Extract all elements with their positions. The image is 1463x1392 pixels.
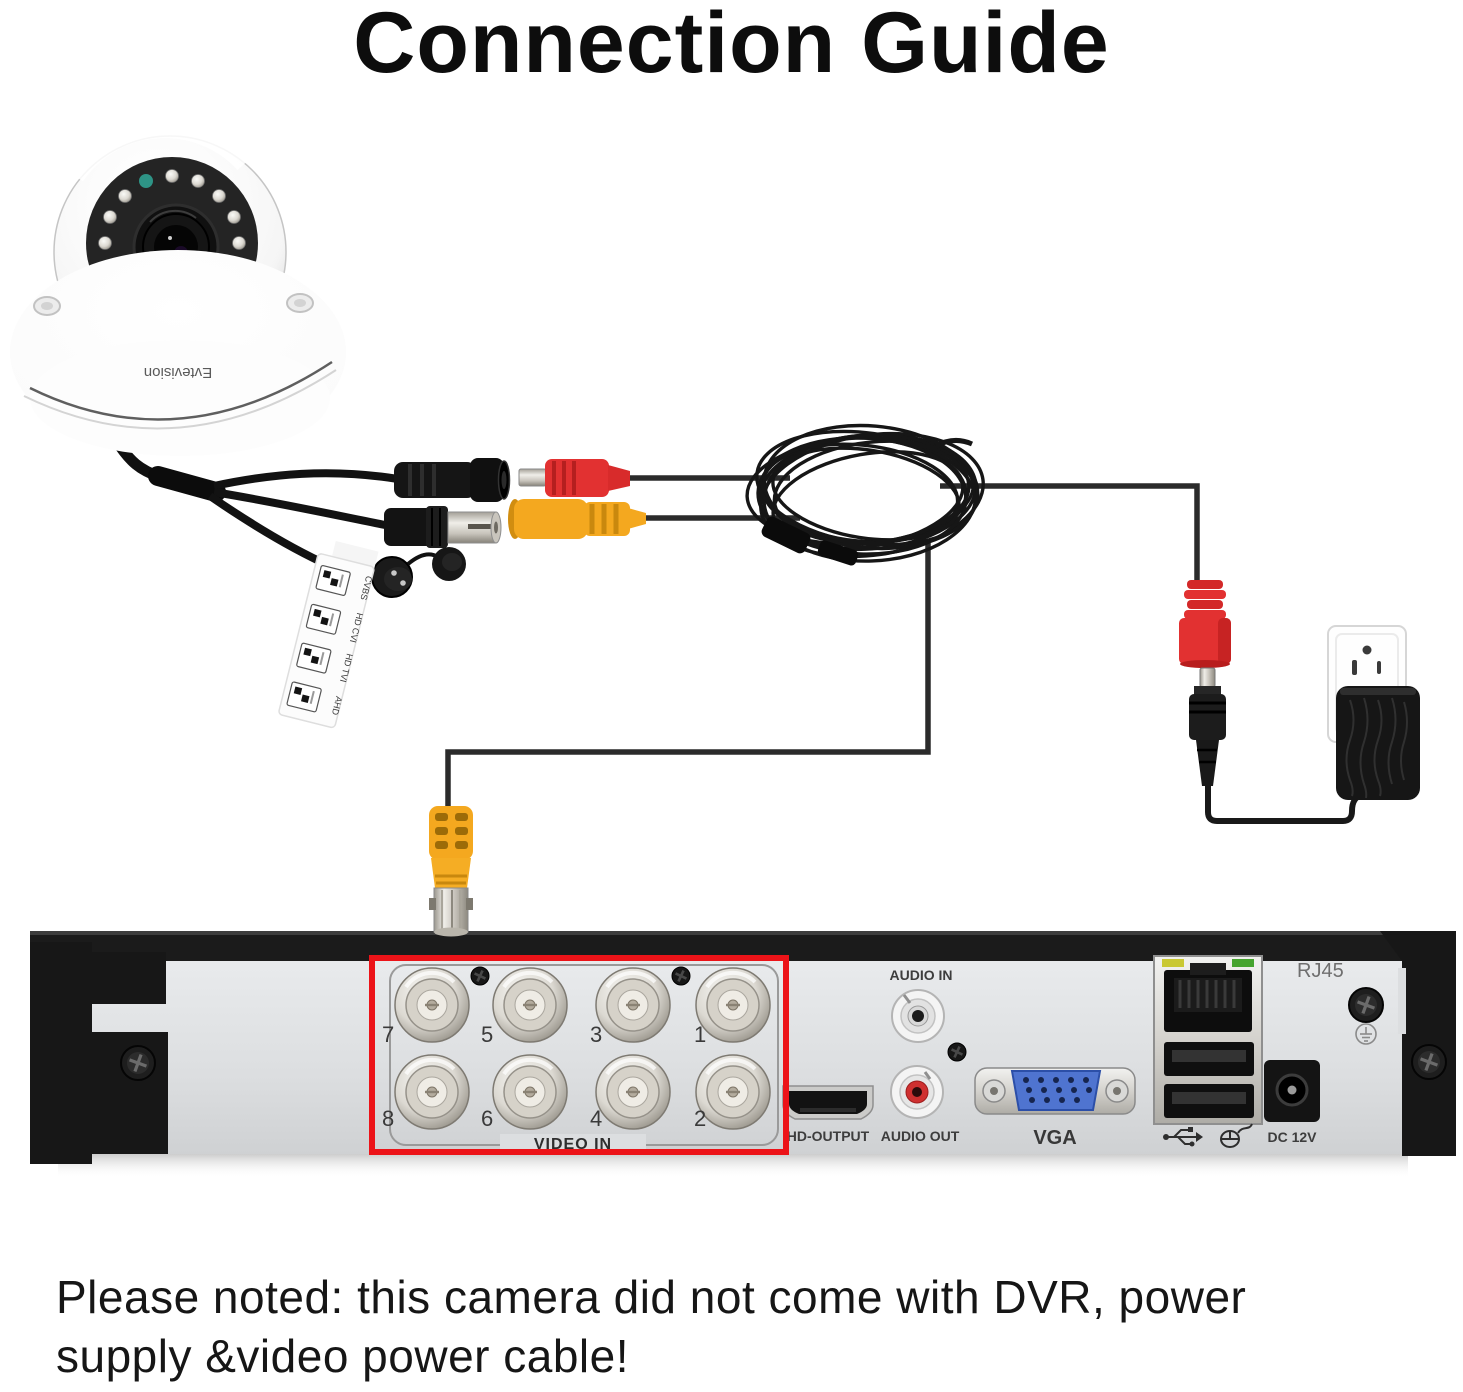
- hdmi-port: [782, 1085, 874, 1120]
- dip-switch-tag: CVBS HD CVI HD TVI AHD: [278, 540, 379, 729]
- power-extension-red-female: [1179, 580, 1231, 668]
- cable-coil: [745, 423, 985, 566]
- usb-port-2: [1164, 1084, 1254, 1118]
- bnc-port-1: [694, 966, 772, 1044]
- audio-out-label: AUDIO OUT: [881, 1128, 960, 1144]
- network-usb-module: [1153, 955, 1263, 1125]
- power-adapter: [1336, 686, 1420, 800]
- bnc-number: 2: [694, 1106, 706, 1131]
- camera-dc-female-connector: [394, 458, 511, 502]
- tag-mode-label: AHD: [330, 695, 344, 716]
- footer-note-line1: Please noted: this camera did not come w…: [56, 1271, 1247, 1323]
- video-cable-bnc-to-dvr: [429, 806, 473, 937]
- vga-label: VGA: [1033, 1127, 1076, 1149]
- dvr-right-bracket: [1380, 931, 1456, 1156]
- page-title: Connection Guide: [353, 0, 1110, 91]
- power-adapter-dc-plug: [1189, 667, 1226, 786]
- rj45-port: [1164, 963, 1252, 1032]
- ground-icon: [1355, 1023, 1377, 1045]
- dvr-left-bracket: [30, 942, 168, 1164]
- rj45-label: RJ45: [1297, 960, 1344, 982]
- dome-camera: Evtevision: [10, 126, 346, 456]
- bnc-female-yellow-connector: [508, 499, 646, 539]
- footer-note-line2: supply &video power cable!: [56, 1330, 629, 1382]
- bnc-port-7: [393, 966, 471, 1044]
- hdmi-label: HD-OUTPUT: [787, 1128, 870, 1144]
- bnc-port-5: [491, 966, 569, 1044]
- rj45-led-green: [1232, 959, 1254, 967]
- dc-power-jack: [1264, 1060, 1320, 1122]
- osd-joystick-connector: [371, 547, 466, 598]
- bnc-number: 6: [481, 1106, 493, 1131]
- audio-out-jack: [889, 1064, 945, 1120]
- usb-port-1: [1164, 1042, 1254, 1076]
- audio-in-jack: [890, 988, 946, 1044]
- mouse-icon: [1220, 1123, 1253, 1148]
- video-in-label: VIDEO IN: [534, 1136, 612, 1153]
- bnc-number: 5: [481, 1022, 493, 1047]
- dc-power-label: DC 12V: [1267, 1129, 1317, 1145]
- footer-note: Please noted: this camera did not come w…: [56, 1268, 1446, 1386]
- video-in-highlight-box: [369, 955, 789, 1155]
- camera-brand-label: Evtevision: [144, 364, 212, 381]
- video-power-cable-camera-end: [508, 459, 646, 539]
- bnc-number: 1: [694, 1022, 706, 1047]
- bnc-number: 7: [382, 1022, 394, 1047]
- bnc-port-6: [491, 1053, 569, 1131]
- bnc-port-8: [393, 1053, 471, 1131]
- bnc-port-2: [694, 1053, 772, 1131]
- light-sensor: [139, 174, 153, 188]
- dvr-rear-panel: 7 5 3 1 8 6 4 2 VIDEO IN HD-OUTPUT AUDIO…: [30, 931, 1456, 1178]
- bnc-port-3: [594, 966, 672, 1044]
- camera-bnc-male-connector: [384, 506, 502, 548]
- connection-wires: [445, 475, 1200, 810]
- audio-in-label: AUDIO IN: [890, 967, 953, 983]
- bnc-number: 3: [590, 1022, 602, 1047]
- usb-icon: [1163, 1127, 1203, 1147]
- bnc-port-4: [594, 1053, 672, 1131]
- adapter-cable: [1205, 786, 1363, 824]
- dc-male-red-connector: [518, 459, 630, 497]
- bnc-number: 4: [590, 1106, 602, 1131]
- bnc-number: 8: [382, 1106, 394, 1131]
- rj45-led-yellow: [1162, 959, 1184, 967]
- vga-port: [974, 1067, 1136, 1115]
